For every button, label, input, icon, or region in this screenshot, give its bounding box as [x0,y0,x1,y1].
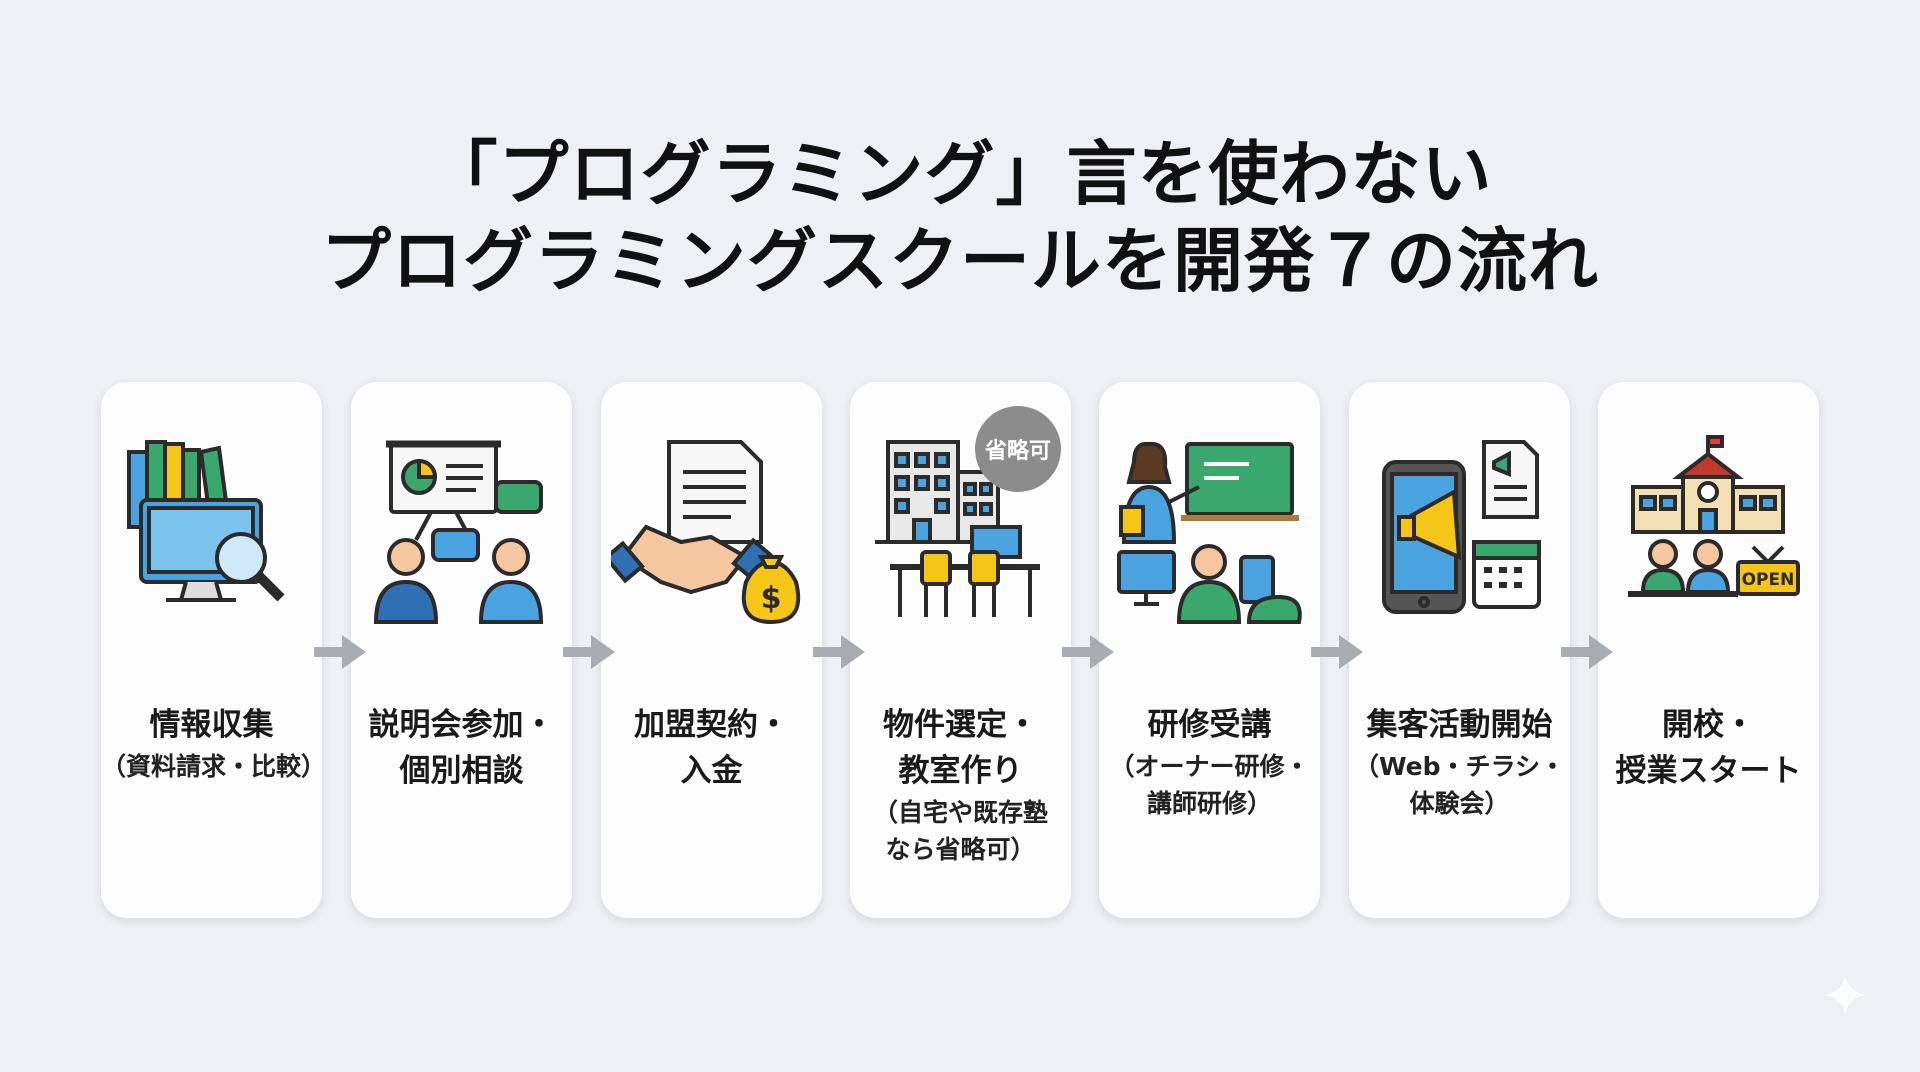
school-open-icon: OPEN [1608,432,1809,632]
step-title-line: 教室作り [898,753,1023,789]
step-title: 説明会参加・個別相談 [351,702,572,794]
step-title-line: 加盟契約・ [634,707,789,743]
step-subtitle-line: 講師研修） [1146,789,1272,818]
step-subtitle-line: （オーナー研修・ [1109,752,1310,781]
step-title-line: 物件選定・ [883,707,1038,743]
handshake-contract-money-icon: $ [603,432,812,632]
step-subtitle: （自宅や既存塾なら省略可） [850,794,1071,868]
step-card-5: 研修受講 （オーナー研修・講師研修） [1099,382,1320,918]
step-title: 加盟契約・入金 [601,702,822,794]
title-line-2: プログラミングスクールを開発７の流れ [321,220,1599,302]
step-subtitle-line: （Web・チラシ・ [1353,752,1566,781]
step-card-6: 集客活動開始 （Web・チラシ・体験会） [1349,382,1570,918]
optional-badge: 省略可 [975,406,1061,492]
open-sign: OPEN [1742,570,1795,590]
step-card-7: OPEN 開校・授業スタート [1598,382,1819,918]
step-title: 集客活動開始 [1349,702,1570,748]
step-title-line: 研修受講 [1147,707,1272,743]
step-subtitle-line: 体験会） [1409,789,1510,818]
step-title: 情報収集 [101,702,322,748]
books-computer-magnifier-icon [111,432,312,632]
title-line-1: 「プログラミング」言を使わない [427,133,1493,215]
step-subtitle: （資料請求・比較） [101,752,327,781]
step-title-line: 集客活動開始 [1366,707,1553,743]
marketing-phone-megaphone-icon [1359,432,1560,632]
step-subtitle: （オーナー研修・講師研修） [1099,748,1320,822]
step-card-4: 省略可 物件選定・教室作り （自宅や既存塾なら省略可） [850,382,1071,918]
step-title-line: 情報収集 [149,707,274,743]
step-title-line: 個別相談 [399,753,524,789]
training-teacher-icon [1109,432,1310,632]
building-classroom-icon [860,432,1061,632]
step-card-3: $ 加盟契約・入金 [601,382,822,918]
step-title-line: 説明会参加・ [368,707,555,743]
step-title: 物件選定・教室作り [850,702,1071,794]
step-card-2: 説明会参加・個別相談 [351,382,572,918]
step-title: 開校・授業スタート [1598,702,1819,794]
presentation-meeting-icon [361,432,562,632]
step-subtitle-line: （自宅や既存塾 [872,798,1048,827]
step-title-line: 開校・ [1662,707,1755,743]
step-title: 研修受講 [1099,702,1320,748]
step-title-line: 入金 [680,753,743,789]
svg-text:$: $ [761,581,782,616]
step-title-line: 授業スタート [1615,753,1802,789]
step-subtitle-line: なら省略可） [885,835,1036,864]
step-subtitle: （Web・チラシ・体験会） [1349,748,1570,822]
sparkle-icon: ✦ [1820,962,1871,1032]
step-card-1: 情報収集 （資料請求・比較） [101,382,327,918]
